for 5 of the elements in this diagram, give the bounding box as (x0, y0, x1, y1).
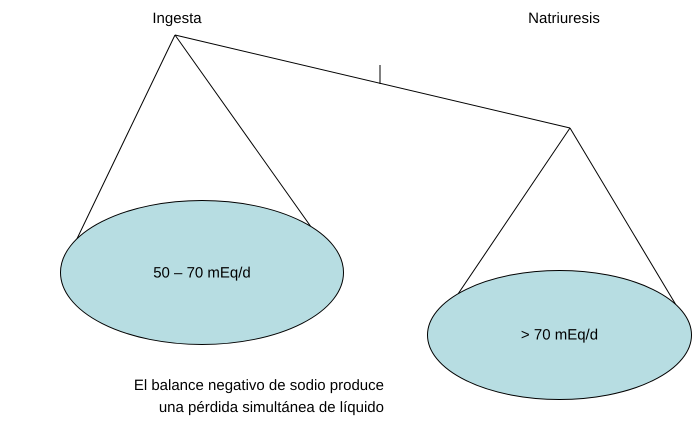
note-text: El balance negativo de sodio produce una pérdida simultánea de líquido (132, 376, 384, 418)
pan-title: Ingesta (151, 9, 203, 29)
pan-title: Natriuresis (527, 9, 601, 29)
pan-value: > 70 mEq/d (520, 326, 600, 344)
pan-value: 50 – 70 mEq/d (152, 264, 252, 281)
